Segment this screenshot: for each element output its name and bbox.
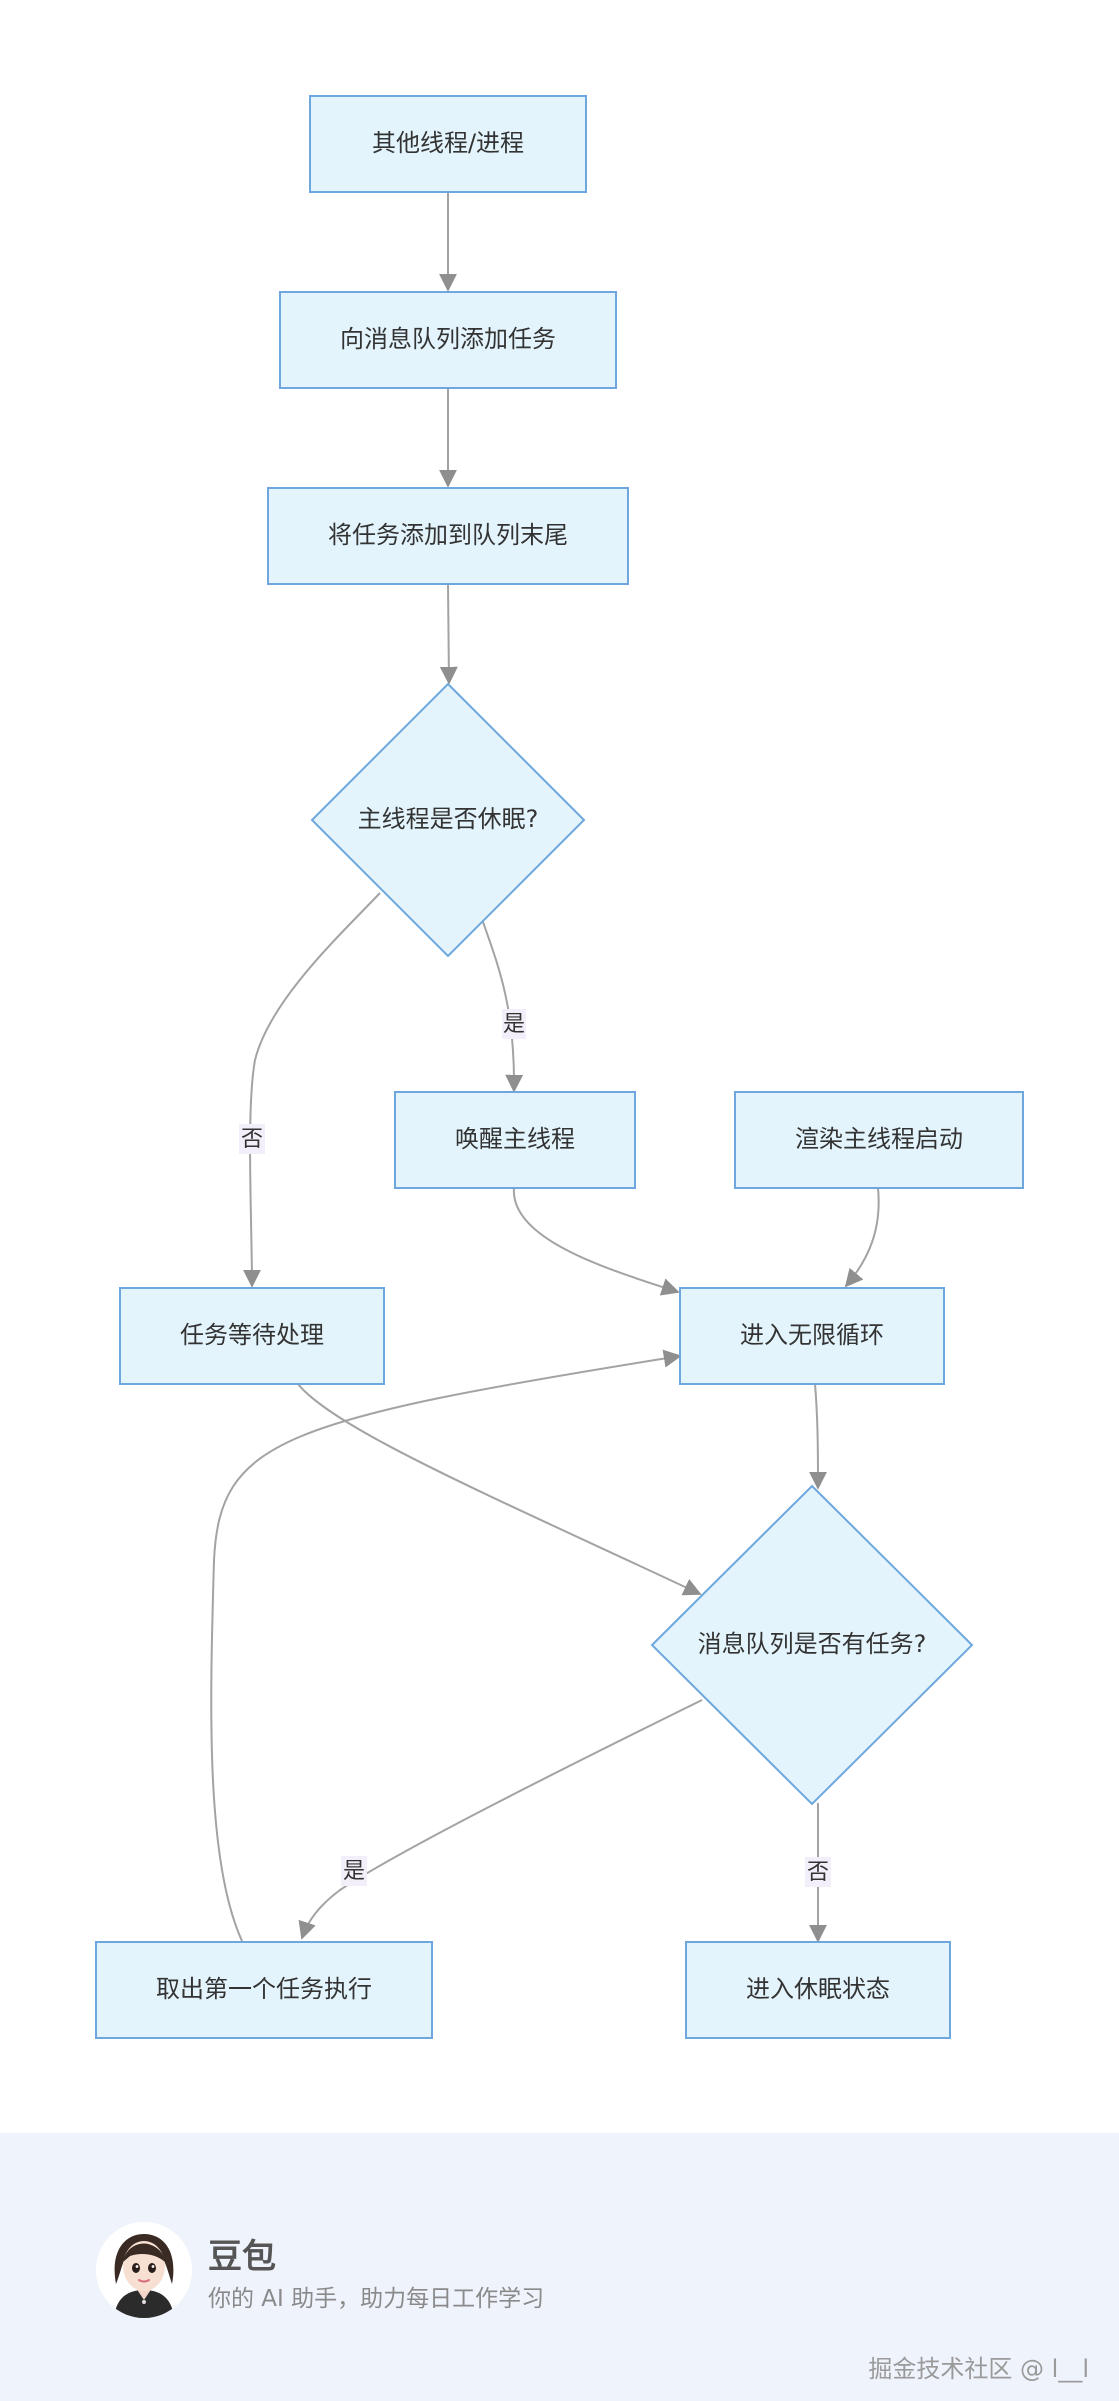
- edge-label-has-task-yes: 是: [343, 1859, 365, 1884]
- avatar-portrait-icon: [96, 2222, 192, 2318]
- node-label-take-first: 取出第一个任务执行: [156, 1975, 372, 2003]
- node-label-task-wait: 任务等待处理: [180, 1321, 324, 1349]
- edge-loop-to-has-task: [808, 1383, 827, 1490]
- edge-label-has-task-no: 否: [807, 1860, 829, 1885]
- node-label-infinite-loop: 进入无限循环: [740, 1321, 884, 1349]
- node-label-add-task: 向消息队列添加任务: [340, 325, 556, 353]
- node-append-tail: [267, 487, 629, 585]
- brand-tagline: 你的 AI 助手，助力每日工作学习: [208, 2286, 545, 2312]
- edge-append-to-sleeping: [439, 583, 458, 685]
- assistant-avatar: [96, 2222, 192, 2318]
- flowchart: 是 否 是 否 其他线程/进程 向消息队列添加任务 将任务添加到队列末尾 主线程…: [95, 95, 1024, 2039]
- node-label-other-threads: 其他线程/进程: [372, 129, 524, 157]
- node-has-task: [650, 1484, 974, 1806]
- brand-name: 豆包: [208, 2237, 276, 2277]
- edge-wait-to-has-task: [297, 1383, 702, 1596]
- node-render-start: [734, 1091, 1024, 1189]
- node-label-has-task: 消息队列是否有任务?: [698, 1630, 927, 1658]
- edge-wake-to-loop: [512, 1187, 680, 1296]
- edge-sleeping-yes: [482, 921, 524, 1093]
- footer-banner: 豆包 你的 AI 助手，助力每日工作学习 掘金技术社区 @ l__l: [0, 2133, 1119, 2401]
- node-enter-sleep: [685, 1941, 951, 2039]
- node-other-threads: [309, 95, 587, 193]
- node-label-is-sleeping: 主线程是否休眠?: [358, 805, 539, 833]
- edge-has-task-yes: [298, 1699, 703, 1940]
- node-task-wait: [119, 1287, 385, 1385]
- community-watermark: 掘金技术社区 @ l__l: [868, 2355, 1089, 2383]
- node-take-first: [95, 1941, 433, 2039]
- edge-label-sleeping-yes: 是: [503, 1012, 525, 1037]
- node-is-sleeping: [310, 682, 586, 958]
- edge-render-to-loop: [844, 1187, 880, 1288]
- node-label-render-start: 渲染主线程启动: [795, 1125, 963, 1153]
- node-infinite-loop: [679, 1287, 945, 1385]
- node-label-wake-main: 唤醒主线程: [455, 1125, 575, 1153]
- node-label-enter-sleep: 进入休眠状态: [746, 1975, 890, 2003]
- node-add-task: [279, 291, 617, 389]
- node-label-append-tail: 将任务添加到队列末尾: [328, 521, 568, 549]
- edge-sleeping-no: [242, 892, 381, 1288]
- node-wake-main: [394, 1091, 636, 1189]
- edge-take-first-to-loop: [210, 1349, 682, 1942]
- edge-label-sleeping-no: 否: [241, 1127, 263, 1152]
